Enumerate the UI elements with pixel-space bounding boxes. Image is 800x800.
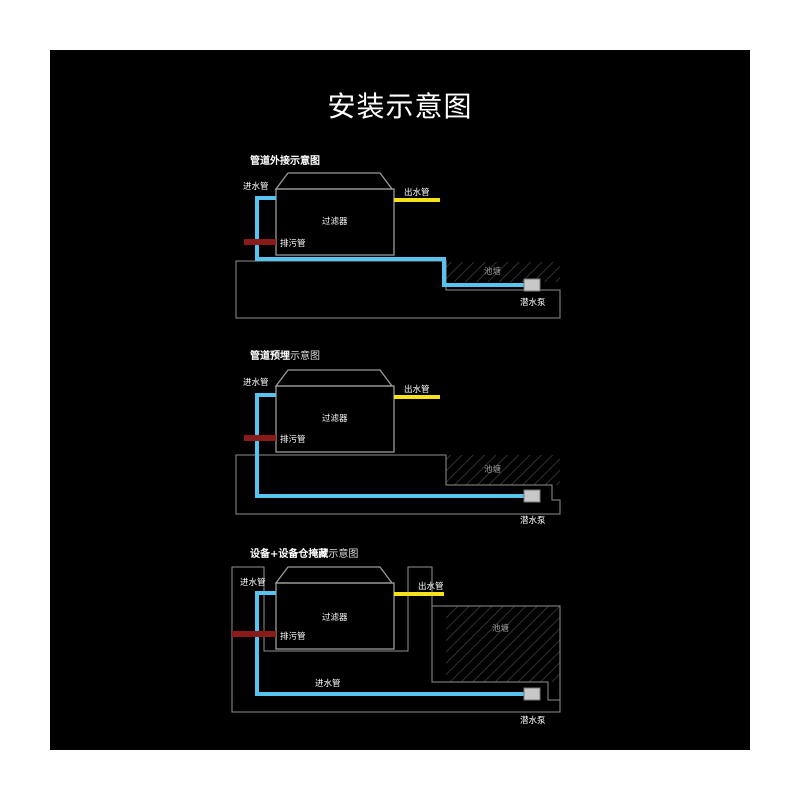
section-3-title: 设备+设备仓掩藏示意图 (250, 545, 358, 560)
inlet-label: 进水管 (243, 378, 269, 388)
filter-label: 过滤器 (322, 414, 348, 424)
pond-label: 池塘 (484, 267, 502, 277)
pump-label: 潜水泵 (520, 516, 546, 526)
section-3-title-main: 设备+设备仓掩藏 (250, 549, 329, 560)
section-2-title: 管道预埋示意图 (250, 347, 320, 362)
pond-label: 池塘 (492, 624, 510, 634)
filter-label: 过滤器 (322, 613, 348, 623)
inlet-pipe (255, 196, 524, 287)
inlet-bottom-label: 进水管 (315, 679, 341, 689)
outlet-label: 出水管 (404, 385, 430, 395)
pond-hatch (446, 262, 560, 282)
drain-label: 排污管 (280, 239, 306, 249)
pump-label: 潜水泵 (520, 298, 546, 308)
filter-lid (274, 172, 394, 190)
pond-hatch (446, 606, 560, 682)
inlet-pipe (255, 393, 524, 498)
drain-label: 排污管 (280, 435, 306, 445)
filter-lid (274, 369, 394, 387)
inlet-label: 进水管 (240, 578, 266, 588)
diagram-buried-piping (235, 369, 561, 515)
section-1-title-main: 管道外接示意图 (250, 156, 320, 167)
pump-label: 潜水泵 (520, 716, 546, 726)
inlet-label: 进水管 (243, 182, 269, 192)
section-2-title-main: 管道预埋 (250, 351, 290, 362)
ground-outline (235, 454, 561, 515)
filter-body (275, 582, 395, 650)
outlet-label: 出水管 (418, 582, 444, 592)
drain-label: 排污管 (280, 632, 306, 642)
pond-hatch (446, 455, 560, 485)
section-1-title: 管道外接示意图 (250, 152, 320, 167)
inlet-pipe (255, 591, 524, 696)
filter-body (275, 385, 395, 453)
section-2-title-sub: 示意图 (290, 351, 320, 362)
outlet-label: 出水管 (404, 188, 430, 198)
pump-icon (523, 278, 541, 292)
diagram-external-piping (235, 172, 561, 319)
pump-icon (523, 687, 541, 701)
pond-label: 池塘 (484, 465, 502, 475)
background-panel (50, 50, 750, 750)
filter-body (275, 188, 395, 256)
section-3-title-sub: 示意图 (328, 549, 359, 560)
pump-icon (523, 489, 541, 503)
enclosure-outline (231, 566, 561, 713)
filter-lid (274, 566, 394, 584)
diagram-hidden-enclosure (231, 566, 561, 713)
filter-label: 过滤器 (322, 217, 348, 227)
inner-outline (431, 606, 560, 701)
page-title: 安装示意图 (327, 90, 473, 123)
